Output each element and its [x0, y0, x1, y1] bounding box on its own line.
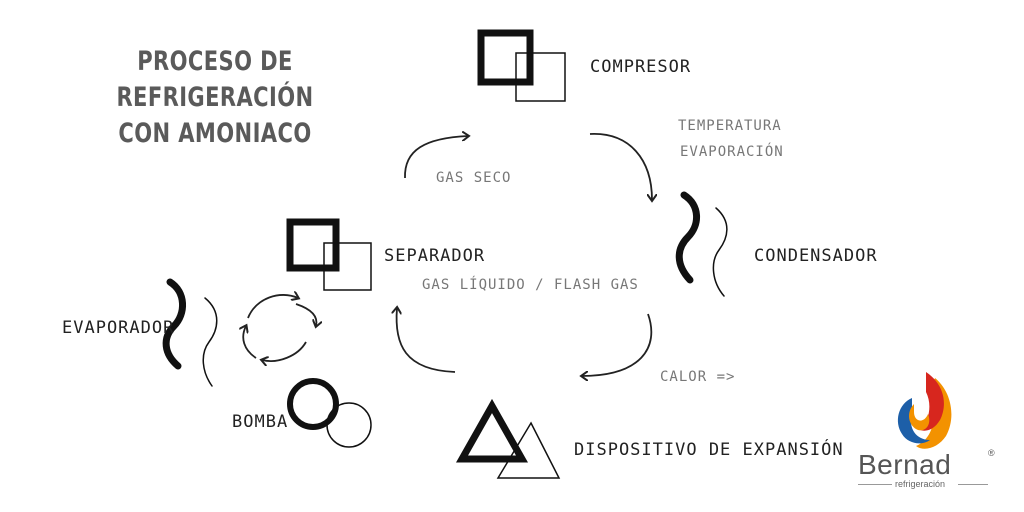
- title-line-2: CON AMONIACO: [118, 118, 312, 149]
- title-line-1: PROCESO DE REFRIGERACIÓN: [116, 46, 314, 113]
- logo-registered: ®: [988, 448, 995, 458]
- condensador-label: CONDENSADOR: [754, 246, 878, 266]
- compresor-label: COMPRESOR: [590, 57, 692, 77]
- dispositivo-label: DISPOSITIVO DE EXPANSIÓN: [574, 440, 844, 460]
- arrow-gas-seco: [404, 136, 468, 179]
- bernad-logo-icon: [897, 372, 952, 449]
- logo-rule-right: [958, 484, 988, 485]
- arrow-calor: [582, 313, 653, 376]
- condensador-icon: [675, 191, 728, 297]
- arrow-loop-left: [243, 326, 257, 359]
- gas-liquido-label: GAS LÍQUIDO / FLASH GAS: [422, 277, 639, 293]
- arrow-loop-top: [247, 295, 298, 319]
- arrow-loop-right: [295, 303, 316, 326]
- temperatura-label: TEMPERATURA: [678, 118, 782, 134]
- bomba-icon: [287, 378, 372, 448]
- evaporador-icon: [162, 278, 218, 387]
- bomba-label: BOMBA: [232, 412, 289, 432]
- separador-icon: [286, 218, 372, 291]
- evaporador-label: EVAPORADOR: [62, 318, 175, 338]
- compresor-icon: [477, 29, 566, 102]
- logo-subtitle: refrigeración: [895, 479, 946, 489]
- arrow-loop-bottom: [262, 341, 307, 361]
- arrow-to-condensador: [589, 133, 652, 200]
- gas-seco-label: GAS SECO: [436, 170, 512, 186]
- evaporacion-label: EVAPORACIÓN: [680, 144, 784, 160]
- page-title: PROCESO DE REFRIGERACIÓN CON AMONIACO: [71, 44, 360, 152]
- logo-name: Bernad: [858, 449, 952, 480]
- dispositivo-icon: [455, 398, 561, 479]
- calor-label: CALOR =>: [660, 369, 736, 385]
- logo-rule-left: [858, 484, 892, 485]
- arrow-gas-liquido: [397, 308, 456, 373]
- separador-label: SEPARADOR: [384, 246, 486, 266]
